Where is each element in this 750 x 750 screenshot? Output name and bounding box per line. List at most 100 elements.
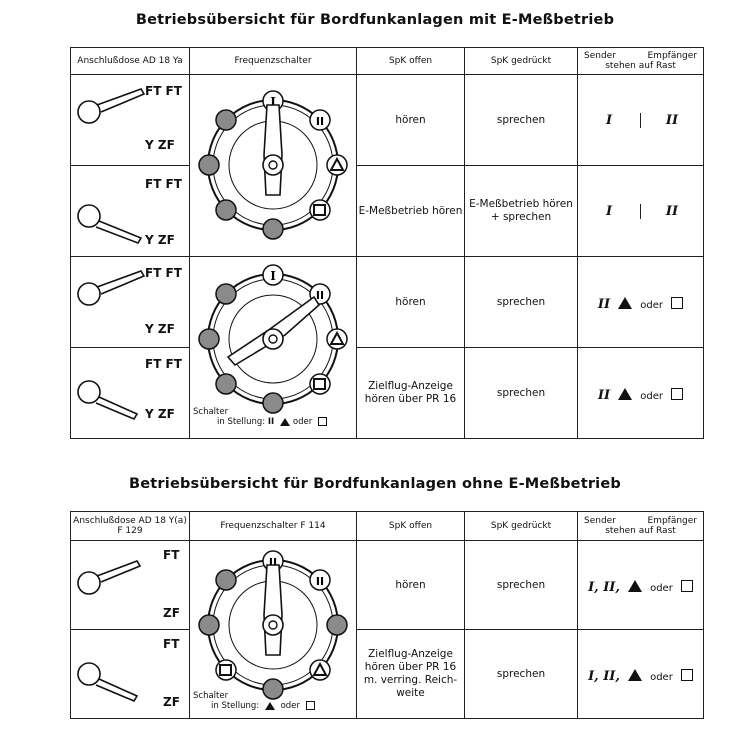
rast-roman: I, II, xyxy=(588,579,620,595)
header-sender: Sender xyxy=(584,516,616,526)
plug-top-label: FT xyxy=(163,637,180,651)
svg-text:II: II xyxy=(316,289,324,302)
frequency-switch-dial: II II Schalter in Stellung: oder xyxy=(189,540,357,719)
svg-text:I: I xyxy=(270,95,276,109)
section2-title: Betriebsübersicht für Bordfunkanlagen oh… xyxy=(129,476,621,492)
table-with-emess: Anschlußdose AD 18 Ya Frequenzschalter S… xyxy=(70,47,704,439)
switch-position-note: Schalter in Stellung: oder xyxy=(193,691,315,711)
switch-note-roman: II xyxy=(267,417,275,427)
plug-diagram: FT ZF xyxy=(70,629,190,719)
plug-top-label: FT FT xyxy=(145,177,182,191)
rast-cell: II oder xyxy=(577,347,704,439)
rast-roman: II xyxy=(597,387,611,403)
triangle-icon xyxy=(628,580,642,592)
spk-open-cell: hören xyxy=(356,540,465,630)
switch-note-oder: oder xyxy=(292,417,313,427)
spk-pressed-cell: E-Meßbetrieb hören + sprechen xyxy=(464,165,578,257)
plug-top-label: FT FT xyxy=(145,84,182,98)
sender-value: I xyxy=(605,203,613,219)
square-icon xyxy=(671,297,684,309)
switch-note-oder: oder xyxy=(280,701,300,711)
rast-oder: oder xyxy=(640,299,663,311)
plug-connector-icon xyxy=(77,560,142,595)
table-row: FT FT Y ZF I II xyxy=(70,74,704,257)
spk-pressed-cell: sprechen xyxy=(464,347,578,439)
svg-text:I: I xyxy=(270,269,276,283)
rast-cell: I, II, oder xyxy=(577,629,704,719)
rast-oder: oder xyxy=(650,582,673,594)
spk-pressed-cell: sprechen xyxy=(464,74,578,166)
table-row: FT ZF Zielflug-Anzeige hören über PR 16 … xyxy=(70,629,704,719)
frequency-switch-dial: I II Schalter in Stellung: II oder xyxy=(189,256,357,439)
header-rast-label: stehen auf Rast xyxy=(605,61,676,71)
rast-oder: oder xyxy=(640,390,663,402)
triangle-icon xyxy=(618,388,633,400)
square-icon xyxy=(680,669,693,681)
triangle-icon xyxy=(628,669,642,681)
plug-connector-icon xyxy=(77,662,139,703)
rotary-switch-icon: I II xyxy=(198,90,348,240)
plug-bottom-label: Y ZF xyxy=(145,407,175,421)
square-icon xyxy=(317,417,327,426)
triangle-icon xyxy=(264,701,275,710)
plug-connector-icon xyxy=(77,204,143,244)
rotary-switch-icon: II II xyxy=(198,550,348,700)
rast-roman: I, II, xyxy=(588,668,620,684)
plug-top-label: FT FT xyxy=(145,266,182,280)
svg-text:II: II xyxy=(316,115,324,128)
table-without-emess: Anschlußdose AD 18 Y(a) F 129 Frequenzsc… xyxy=(70,511,704,719)
square-icon xyxy=(305,701,315,710)
table-row: FT ZF II II xyxy=(70,540,704,719)
rast-roman: II xyxy=(597,296,611,312)
plug-diagram: FT ZF xyxy=(70,540,190,630)
spk-open-cell: hören xyxy=(356,256,465,348)
spk-pressed-cell: sprechen xyxy=(464,629,578,719)
plug-bottom-label: Y ZF xyxy=(145,138,175,152)
spk-open-cell: E-Meßbetrieb hören xyxy=(356,165,465,257)
header-spk-pressed: SpK gedrückt xyxy=(464,511,578,541)
square-icon xyxy=(671,388,684,400)
plug-bottom-label: ZF xyxy=(163,695,180,709)
plug-bottom-label: ZF xyxy=(163,606,180,620)
sender-value: I xyxy=(605,112,613,128)
switch-position-note: Schalter in Stellung: II oder xyxy=(193,407,327,427)
spk-open-cell: Zielflug-Anzeige hören über PR 16 xyxy=(356,347,465,439)
switch-note-line2: in Stellung: xyxy=(211,701,260,711)
header-receiver: Empfänger xyxy=(647,51,697,61)
header-plug: Anschlußdose AD 18 Ya xyxy=(70,47,190,75)
header-rast: Sender Empfänger stehen auf Rast xyxy=(577,511,704,541)
triangle-icon xyxy=(618,297,633,309)
frequency-switch-dial: I II xyxy=(189,74,357,257)
switch-note-line1: Schalter xyxy=(193,691,229,701)
section1-title: Betriebsübersicht für Bordfunkanlagen mi… xyxy=(135,12,615,28)
plug-connector-icon xyxy=(77,270,146,306)
plug-connector-icon xyxy=(77,380,139,421)
square-icon xyxy=(680,580,693,592)
table-row: FT FT Y ZF Zielflug-Anzeige hören über P… xyxy=(70,347,704,439)
plug-diagram: FT FT Y ZF xyxy=(70,256,190,348)
svg-text:II: II xyxy=(269,556,277,569)
rast-oder: oder xyxy=(650,671,673,683)
switch-note-line1: Schalter xyxy=(193,407,229,417)
header-spk-open: SpK offen xyxy=(356,47,465,75)
triangle-icon xyxy=(279,417,290,426)
plug-top-label: FT xyxy=(163,548,180,562)
header-switch: Frequenzschalter xyxy=(189,47,357,75)
spk-open-cell: hören xyxy=(356,74,465,166)
header-rast: Sender Empfänger stehen auf Rast xyxy=(577,47,704,75)
rast-cell: II oder xyxy=(577,256,704,348)
header-spk-pressed: SpK gedrückt xyxy=(464,47,578,75)
plug-connector-icon xyxy=(77,88,146,124)
header-switch: Frequenzschalter F 114 xyxy=(189,511,357,541)
header-sender: Sender xyxy=(584,51,616,61)
header-receiver: Empfänger xyxy=(647,516,697,526)
rotary-switch-icon: I II xyxy=(198,264,348,414)
header-rast-label: stehen auf Rast xyxy=(605,526,676,536)
spk-pressed-cell: sprechen xyxy=(464,540,578,630)
plug-bottom-label: Y ZF xyxy=(145,322,175,336)
plug-bottom-label: Y ZF xyxy=(145,233,175,247)
switch-note-line2: in Stellung: xyxy=(217,417,266,427)
header-spk-open: SpK offen xyxy=(356,511,465,541)
spk-pressed-cell: sprechen xyxy=(464,256,578,348)
